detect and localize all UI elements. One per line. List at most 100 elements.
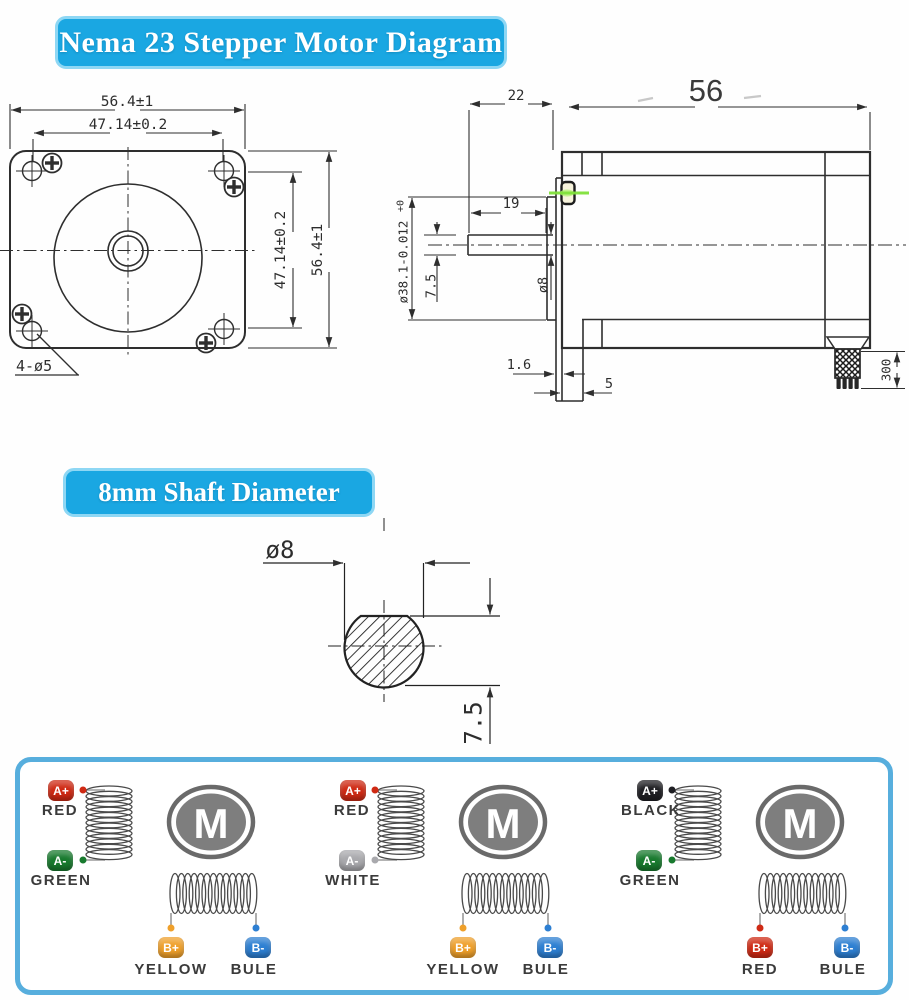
dim-top-outer — [9, 104, 246, 149]
a-minus-dot — [668, 856, 676, 864]
a-plus-dot — [79, 786, 87, 794]
a-minus-dot — [371, 856, 379, 864]
a-plus-badge: A+ — [637, 780, 663, 801]
motor-symbol: M — [755, 784, 845, 860]
dim-flat-label: 7.5 — [424, 274, 440, 298]
motor-symbol: M — [458, 784, 548, 860]
b-minus-wire-label: BULE — [230, 961, 278, 978]
b-minus-wire-label: BULE — [819, 961, 867, 978]
b-plus-badge: B+ — [158, 937, 184, 958]
a-minus-wire-label: GREEN — [619, 872, 681, 889]
dim-top-inner-label: 47.14±0.2 — [89, 117, 168, 133]
dim-boss — [408, 196, 546, 321]
b-minus-dot — [544, 924, 552, 932]
mounting-holes — [16, 155, 240, 347]
page-title: Nema 23 Stepper Motor Diagram — [59, 25, 503, 59]
motor-symbol: M — [166, 784, 256, 860]
a-plus-dot — [668, 786, 676, 794]
wiring-diagram-1: M A+ A- B+ B- RED GREEN YELLOW BULE — [25, 775, 297, 980]
motor-letter: M — [486, 800, 521, 847]
section-dim-dia-label: ø8 — [266, 536, 295, 564]
wiring-diagram-2: M A+ A- B+ B- RED WHITE YELLOW BULE — [317, 775, 589, 980]
wiring-graphics-2: M — [371, 784, 552, 932]
shaft-banner-label: 8mm Shaft Diameter — [98, 477, 340, 507]
a-plus-badge: A+ — [340, 780, 366, 801]
dim-top-inner — [32, 129, 224, 162]
side-view: 22 56 19 7.5 — [395, 73, 906, 402]
b-plus-wire-label: YELLOW — [134, 961, 208, 978]
dim-right-inner-label: 47.14±0.2 — [273, 211, 289, 290]
flange — [546, 177, 584, 402]
section-dim-flat — [405, 578, 500, 744]
dim-boss-label: ø38.1-0.012 — [395, 221, 410, 304]
b-minus-wire-label: BULE — [522, 961, 570, 978]
b-minus-badge: B- — [537, 937, 563, 958]
b-minus-dot — [841, 924, 849, 932]
cable-wires — [836, 378, 859, 389]
dim-body-len-label: 56 — [689, 73, 723, 108]
b-plus-dot — [756, 924, 764, 932]
dim-shaft-len — [471, 208, 547, 233]
dim-right-outer — [248, 150, 337, 349]
motor-body — [560, 150, 872, 350]
dim-cable-len — [861, 350, 905, 390]
a-plus-wire-label: RED — [333, 802, 371, 819]
motor-faceplate — [9, 150, 246, 349]
a-minus-badge: A- — [636, 850, 662, 871]
a-minus-wire-label: GREEN — [30, 872, 92, 889]
phase-a-coil — [85, 785, 133, 861]
phase-b-coil — [461, 872, 550, 915]
shaft — [467, 234, 553, 256]
front-view: 56.4±1 47.14±0.2 47.14±0.2 56.4±1 — [0, 94, 337, 376]
b-plus-wire-label: YELLOW — [426, 961, 500, 978]
section-dim-flat-label: 7.5 — [459, 701, 487, 744]
motor-letter: M — [783, 800, 818, 847]
dim-shaft-dia-label: ø8 — [536, 277, 552, 293]
centerlines — [0, 147, 258, 358]
dim-flat — [424, 222, 456, 302]
b-minus-badge: B- — [245, 937, 271, 958]
shaft-inner-circle — [112, 235, 144, 267]
phase-a-coil — [377, 785, 425, 861]
wiring-diagram-3: M A+ A- B+ B- BLACK GREEN RED BULE — [614, 775, 886, 980]
technical-drawing: 56.4±1 47.14±0.2 47.14±0.2 56.4±1 — [0, 73, 906, 745]
wiring-graphics-1: M — [79, 784, 260, 932]
dim-flange-thk-label: 1.6 — [507, 357, 531, 373]
a-plus-badge: A+ — [48, 780, 74, 801]
b-plus-wire-label: RED — [741, 961, 779, 978]
dim-right-outer-label: 56.4±1 — [310, 224, 326, 276]
section-dim-dia — [263, 559, 470, 640]
a-minus-dot — [79, 856, 87, 864]
title-banner: Nema 23 Stepper Motor Diagram — [55, 16, 507, 69]
a-minus-badge: A- — [47, 850, 73, 871]
b-plus-dot — [167, 924, 175, 932]
a-plus-wire-label: BLACK — [621, 802, 681, 819]
dim-pilot-label: 5 — [605, 376, 613, 392]
dim-boss-tol-label: +0 — [396, 200, 407, 212]
holes-label: 4-ø5 — [16, 357, 52, 375]
a-plus-dot — [371, 786, 379, 794]
dim-top-outer-label: 56.4±1 — [101, 94, 153, 110]
dim-front-len-label: 22 — [508, 88, 525, 104]
screw-icons — [11, 152, 245, 354]
dim-body-len — [569, 94, 871, 150]
section-centerlines — [328, 600, 443, 702]
b-plus-badge: B+ — [450, 937, 476, 958]
dim-front-len — [468, 100, 554, 233]
phase-a-coil — [674, 785, 722, 861]
shaft-outer-circle — [107, 230, 149, 272]
motor-letter: M — [194, 800, 229, 847]
a-minus-badge: A- — [339, 850, 365, 871]
cable — [825, 336, 871, 389]
phase-b-coil — [169, 872, 258, 915]
wiring-panel: M A+ A- B+ B- RED GREEN YELLOW BULE — [15, 757, 893, 995]
b-minus-dot — [252, 924, 260, 932]
cable-braid — [834, 348, 861, 379]
b-plus-badge: B+ — [747, 937, 773, 958]
shaft-section: ø8 7.5 — [263, 518, 500, 745]
holes-leader — [15, 333, 79, 376]
shaft-section-shape — [343, 614, 425, 689]
keyway-detail — [560, 180, 576, 206]
a-minus-wire-label: WHITE — [325, 872, 381, 889]
